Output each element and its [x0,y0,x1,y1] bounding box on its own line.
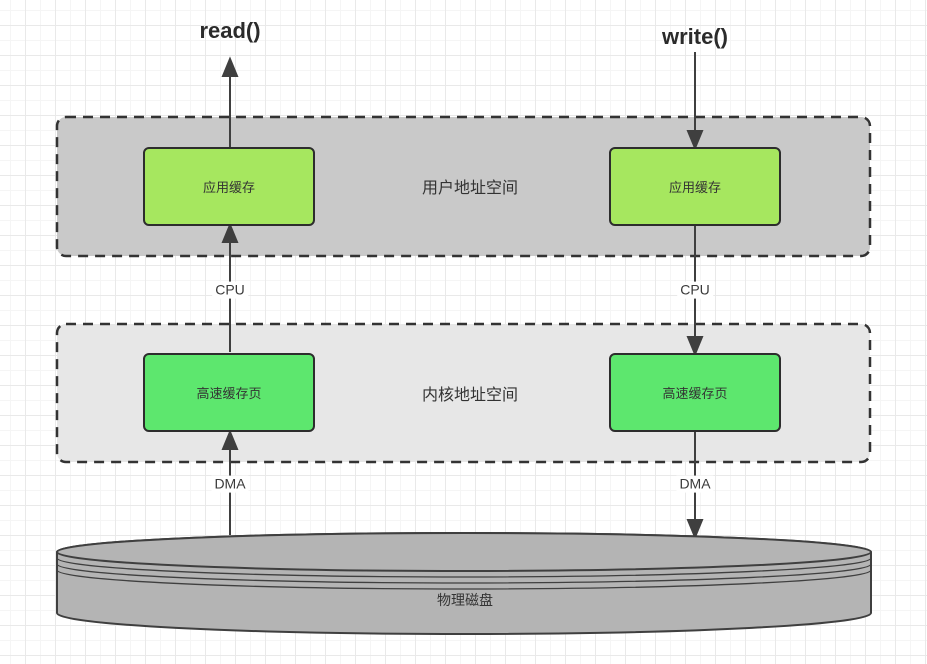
page-cache-label: 高速缓存页 [662,386,728,401]
kernel-page-cache-read-box: 高速缓存页 [143,353,315,432]
write-arrowhead-down-icon [686,130,704,151]
user-space-title: 用户地址空间 [421,180,519,197]
kernel-space-title: 内核地址空间 [421,387,519,404]
cpu-label-read: CPU [212,281,248,299]
cpu-read-arrowhead-up-icon [221,222,239,243]
physical-disk-label: 物理磁盘 [437,592,493,608]
user-space-app-cache-write-box: 应用缓存 [609,147,781,226]
dma-write-arrowhead-down-icon [686,519,704,540]
disk-platter-line-3 [56,569,872,590]
dma-label-write: DMA [676,475,714,493]
disk-platter-line-1 [56,557,872,578]
dma-read-arrowhead-up-icon [221,429,239,450]
write-syscall-label: write() [662,24,728,49]
cpu-write-arrowhead-down-icon [686,336,704,357]
user-space-app-cache-read-box: 应用缓存 [143,147,315,226]
read-arrowhead-up-icon [221,56,239,77]
app-cache-label: 应用缓存 [668,180,721,195]
page-cache-label: 高速缓存页 [196,386,262,401]
cpu-label-write: CPU [677,281,713,299]
physical-disk-shape [56,532,872,635]
disk-top-ellipse [56,532,872,572]
app-cache-label: 应用缓存 [202,180,255,195]
dma-label-read: DMA [211,475,249,493]
disk-platter-line-2 [56,563,872,584]
kernel-page-cache-write-box: 高速缓存页 [609,353,781,432]
read-syscall-label: read() [199,18,261,43]
